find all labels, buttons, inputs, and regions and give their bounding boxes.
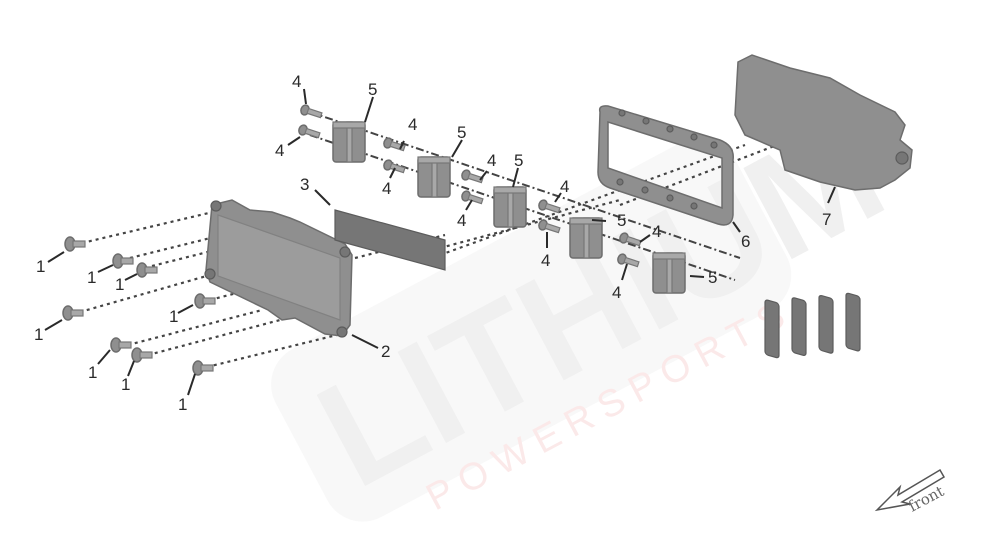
part-cover-plate	[204, 199, 353, 338]
callout-4: 4	[652, 222, 661, 241]
callout-5: 5	[368, 80, 377, 99]
callout-6: 6	[741, 232, 750, 251]
callout-1: 1	[34, 325, 43, 344]
arrow-down-left-icon	[874, 468, 946, 512]
callout-4: 4	[560, 177, 569, 196]
callout-4: 4	[487, 151, 496, 170]
front-indicator: front	[874, 468, 947, 516]
callout-1: 1	[115, 275, 124, 294]
callout-1: 1	[121, 375, 130, 394]
callout-4: 4	[457, 211, 466, 230]
callout-4: 4	[541, 251, 550, 270]
callout-4: 4	[382, 179, 391, 198]
part-housing	[734, 54, 913, 359]
callout-1: 1	[169, 307, 178, 326]
callout-1: 1	[178, 395, 187, 414]
callout-2: 2	[381, 342, 390, 361]
callout-4: 4	[408, 115, 417, 134]
callout-5: 5	[617, 211, 626, 230]
callout-1: 1	[88, 363, 97, 382]
callout-5: 5	[514, 151, 523, 170]
part-bolts	[62, 236, 216, 376]
callout-4: 4	[612, 283, 621, 302]
callout-labels: 1 1 1 1 1 1 1 1 2 3 4 4 4 4 4 4 4 4 4 4 …	[34, 72, 831, 414]
callout-7: 7	[822, 210, 831, 229]
callout-4: 4	[275, 141, 284, 160]
callout-1: 1	[36, 257, 45, 276]
part-screws	[298, 104, 642, 268]
callout-5: 5	[457, 123, 466, 142]
callout-3: 3	[300, 175, 309, 194]
part-clamp-blocks	[332, 121, 686, 294]
callout-1: 1	[87, 268, 96, 287]
leader-lines	[44, 88, 836, 396]
callout-4: 4	[292, 72, 301, 91]
part-gasket-strip	[334, 209, 446, 271]
part-seal-frame	[597, 105, 734, 226]
callout-5: 5	[708, 268, 717, 287]
